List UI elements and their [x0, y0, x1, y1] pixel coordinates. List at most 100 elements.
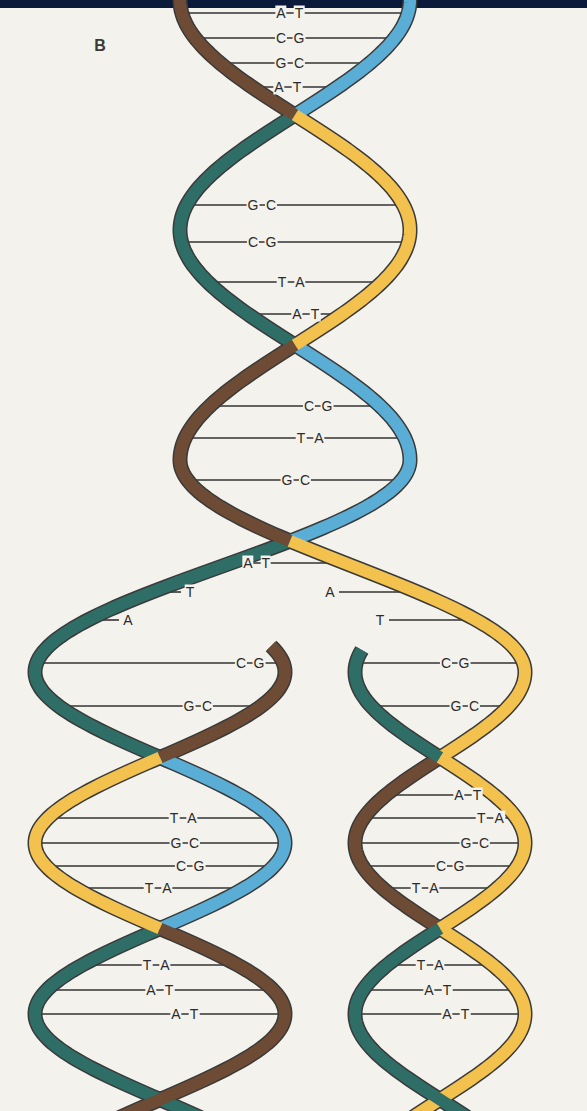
base-letter: G [458, 656, 471, 671]
strand-ribbon [355, 758, 440, 929]
base-letter: C [478, 836, 490, 851]
strand-ribbon [290, 541, 525, 758]
base-letter: A [273, 80, 284, 95]
base-letter: G [183, 699, 196, 714]
base-letter: G [453, 859, 466, 874]
base-letter: C [247, 235, 259, 250]
base-bond-line [369, 989, 511, 991]
base-letter: C [235, 656, 247, 671]
base-letter: T [310, 307, 321, 322]
sugar-phosphate-strands [35, 0, 525, 1111]
strand-outline [160, 646, 285, 758]
base-letter: T [144, 881, 155, 896]
base-letter: T [277, 275, 288, 290]
base-bond-line [81, 887, 238, 889]
base-letter: G [321, 399, 334, 414]
base-letter: G [281, 473, 294, 488]
strand-ribbon [355, 929, 476, 1111]
base-letter: C [468, 699, 480, 714]
base-letter: C [188, 836, 200, 851]
base-letter: A [161, 881, 172, 896]
base-bond-line [41, 1013, 279, 1015]
base-letter: T [164, 983, 175, 998]
base-letter: T [189, 1007, 200, 1022]
base-letter: A [145, 983, 156, 998]
base-letter: A [428, 881, 439, 896]
base-letter: A [453, 788, 464, 803]
base-letter: A [291, 307, 302, 322]
base-letter: G [293, 31, 306, 46]
strand-outline [180, 345, 295, 541]
base-pair-bonds [41, 13, 519, 1014]
base-letter: A [294, 275, 305, 290]
base-letter: T [169, 811, 180, 826]
base-letter: C [175, 859, 187, 874]
base-letter: A [122, 613, 133, 628]
base-bond-line [65, 705, 256, 707]
base-bond-line [216, 405, 374, 407]
base-letter: A [186, 811, 197, 826]
base-letter: G [265, 235, 278, 250]
strand-outline [295, 0, 410, 115]
strand-outline [355, 758, 440, 929]
strand-ribbon [180, 345, 295, 541]
base-letter: A [441, 1007, 452, 1022]
base-bond-line [361, 1013, 519, 1015]
base-bond-line [54, 817, 266, 819]
base-letter: A [313, 431, 324, 446]
base-letter: C [299, 473, 311, 488]
strand-outline [160, 758, 285, 929]
strand-outline [290, 345, 410, 541]
panel-letter: B [93, 38, 107, 53]
base-letter: T [460, 1007, 471, 1022]
base-letter: T [411, 881, 422, 896]
base-letter: T [185, 585, 196, 600]
base-letter: A [433, 958, 444, 973]
base-letter: A [242, 556, 253, 571]
strand-outline [180, 115, 295, 345]
base-letter: G [253, 656, 266, 671]
strand-ribbon [160, 758, 285, 929]
base-letter: C [303, 399, 315, 414]
strand-ribbon [35, 758, 160, 929]
base-bond-line [388, 887, 491, 889]
strand-ribbon [180, 115, 295, 345]
base-letter: A [324, 585, 335, 600]
base-letter: A [494, 811, 505, 826]
base-letter: G [247, 198, 260, 213]
base-letter: T [476, 811, 487, 826]
base-bond-line [370, 817, 510, 819]
strand-ribbon [290, 345, 410, 541]
base-bond-line [188, 241, 403, 243]
base-bond-line [52, 865, 268, 867]
base-letter: G [170, 836, 183, 851]
base-letter: T [442, 983, 453, 998]
base-letter: C [435, 859, 447, 874]
base-letter: A [275, 6, 286, 21]
base-letter: A [170, 1007, 181, 1022]
base-letter: T [292, 80, 303, 95]
strand-outline [180, 0, 295, 115]
base-letter: T [294, 6, 305, 21]
base-letter: T [261, 556, 272, 571]
base-letter: G [460, 836, 473, 851]
base-letter: C [201, 699, 213, 714]
strand-outline [35, 541, 290, 758]
base-letter: T [296, 431, 307, 446]
base-bond-line [194, 479, 396, 481]
base-letter: T [142, 958, 153, 973]
base-letter: C [265, 198, 277, 213]
base-letter: G [450, 699, 463, 714]
strand-ribbon [108, 929, 285, 1111]
strand-outline [440, 758, 525, 929]
base-letter: T [375, 613, 386, 628]
strand-outline [35, 758, 160, 929]
base-letter: G [275, 56, 288, 71]
base-letter: T [472, 788, 483, 803]
base-bond-line [53, 989, 267, 991]
strand-ribbon [295, 115, 410, 345]
base-letter: A [159, 958, 170, 973]
base-bond-line [193, 204, 398, 206]
strand-ribbon [160, 646, 285, 758]
